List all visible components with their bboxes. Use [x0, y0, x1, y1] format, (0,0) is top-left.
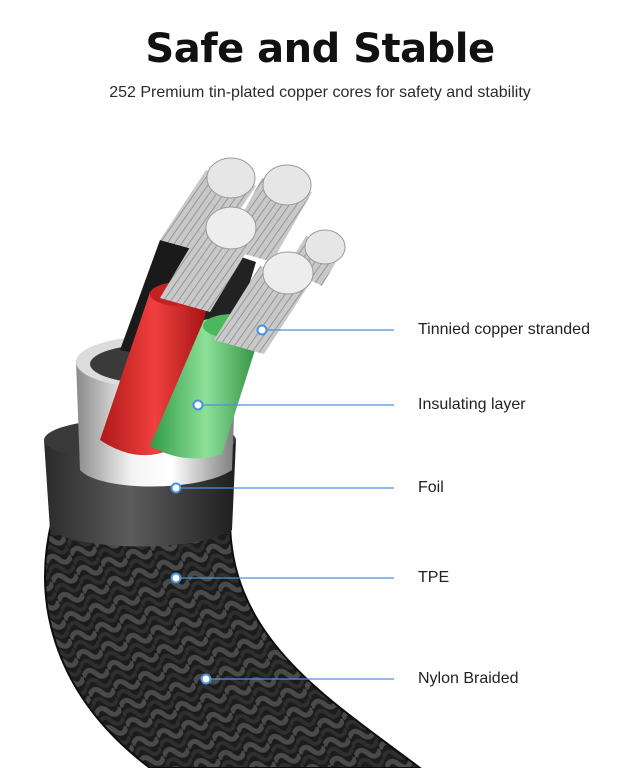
green-insulated-wire	[150, 317, 262, 459]
callout-dot-copper	[256, 324, 268, 336]
red-insulated-wire	[100, 286, 210, 456]
callout-dot-insulating	[192, 399, 204, 411]
callout-label-nylon: Nylon Braided	[418, 670, 519, 687]
cable-cross-section-illustration	[44, 157, 422, 768]
callout-dot-nylon	[200, 673, 212, 685]
callout-dot-tpe	[170, 572, 182, 584]
tinned-copper-strands	[160, 157, 346, 354]
callout-label-tpe: TPE	[418, 569, 450, 586]
headline-subtitle: 252 Premium tin-plated copper cores for …	[109, 84, 531, 101]
callout-label-foil: Foil	[418, 479, 444, 496]
nylon-braid-jacket	[45, 520, 420, 768]
callout-label-copper: Tinnied copper stranded	[418, 321, 590, 338]
headline-title: Safe and Stable	[145, 26, 495, 72]
callout-dot-foil	[170, 482, 182, 494]
callout-label-insulating: Insulating layer	[418, 396, 526, 413]
